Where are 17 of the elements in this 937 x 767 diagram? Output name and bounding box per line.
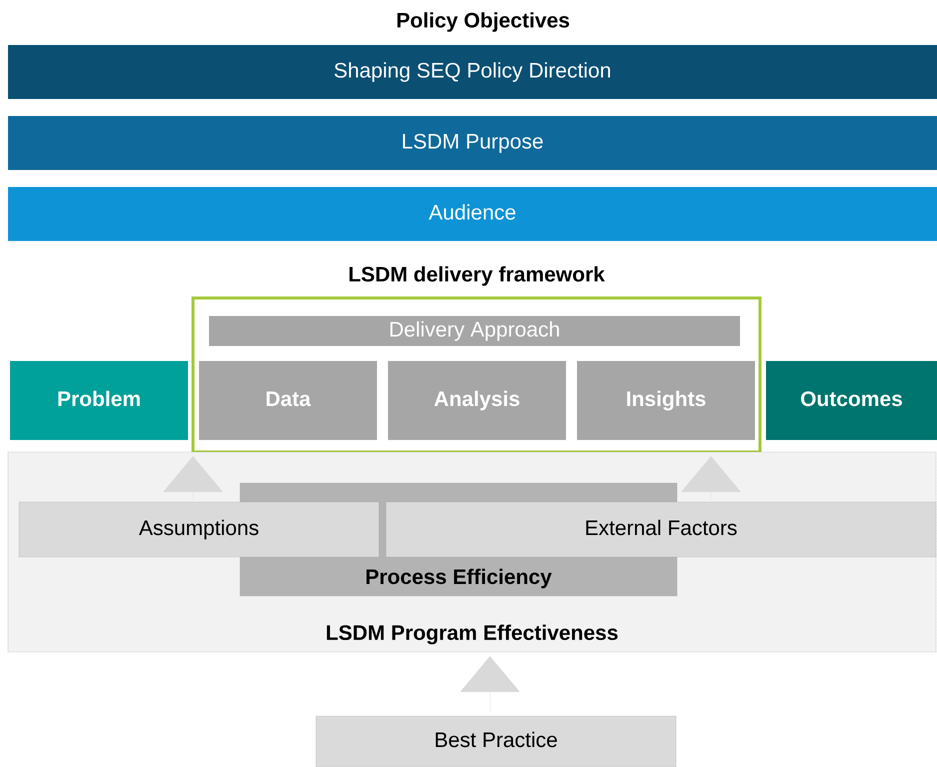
band: LSDM Purpose [8,116,937,170]
stage-box: Data [199,361,377,440]
stage-box: Analysis [388,361,566,440]
band: Audience [8,187,937,241]
arrow [460,656,520,712]
arrow [163,456,223,498]
stage-box: Outcomes [766,361,937,440]
band: Shaping SEQ Policy Direction [8,45,937,99]
factor-box: Assumptions [18,502,380,558]
stage-box: Problem [10,361,188,440]
practice-box: Best Practice [316,716,676,767]
framework-frame [192,296,762,454]
arrow [681,456,741,498]
stage-box: Insights [577,361,755,440]
approach-bar: Delivery Approach [209,316,740,346]
factor-box: External Factors [386,502,936,558]
frame-heading: LSDM delivery framework [350,266,605,286]
